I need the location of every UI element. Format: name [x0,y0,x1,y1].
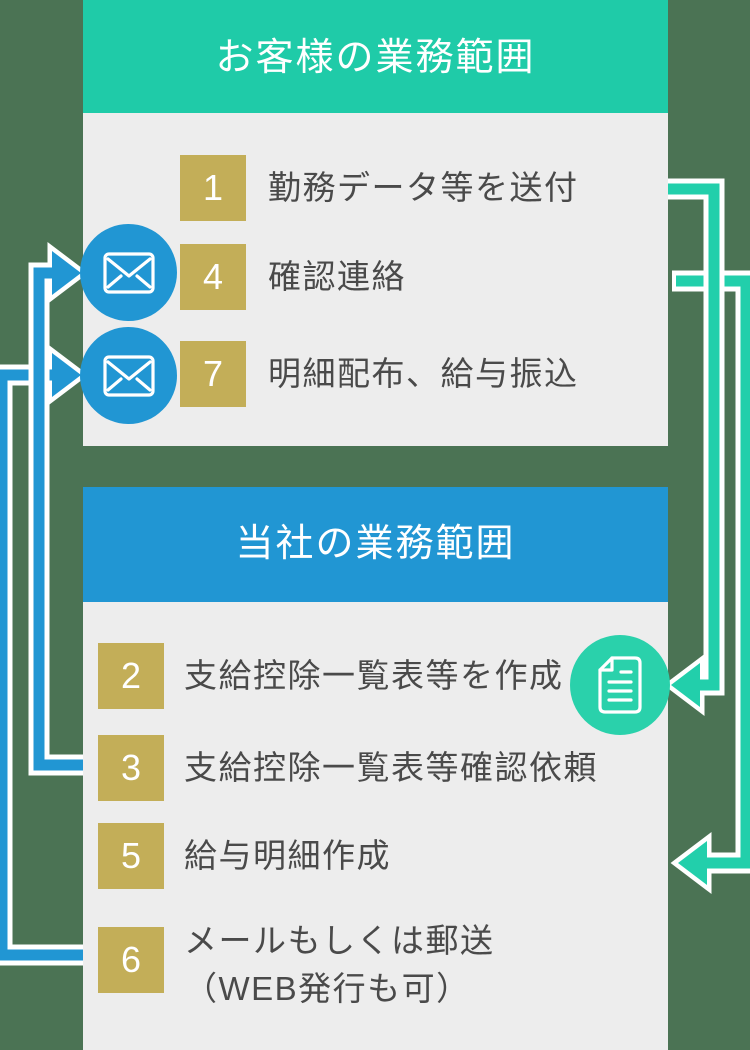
mail-icon [102,251,155,294]
step-number-badge-3: 3 [98,735,164,801]
company-scope-title: 当社の業務範囲 [83,487,668,602]
step-label-6-line2: （WEB発行も可） [184,970,471,1007]
step-label-3: 支給控除一覧表等確認依頼 [184,749,598,786]
step-label-7: 明細配布、給与振込 [268,355,579,392]
step-number-badge-4: 4 [180,244,246,310]
step-label-4: 確認連絡 [268,258,406,295]
document-circle-step2 [570,635,670,735]
step-label-6-line1: メールもしくは郵送 [184,922,495,959]
company-scope-panel: 当社の業務範囲 2 支給控除一覧表等を作成 3 支給控除一覧表等確認依頼 5 給… [83,487,668,1050]
step-number-badge-7: 7 [180,341,246,407]
step-label-5: 給与明細作成 [184,837,391,874]
customer-scope-panel: お客様の業務範囲 1 勤務データ等を送付 4 確認連絡 7 明細配布、給与振込 [83,0,668,446]
step-label-6: メールもしくは郵送 （WEB発行も可） [184,917,495,1013]
arrow-step3-to-mail4 [28,241,90,776]
step-number-badge-1: 1 [180,155,246,221]
mail-icon [102,354,155,397]
mail-circle-step4 [80,224,177,321]
customer-scope-title: お客様の業務範囲 [83,0,668,113]
step-number-badge-6: 6 [98,927,164,993]
step-label-1: 勤務データ等を送付 [268,169,579,206]
mail-circle-step7 [80,327,177,424]
document-icon [598,656,642,714]
step-number-badge-2: 2 [98,643,164,709]
step-number-badge-5: 5 [98,823,164,889]
arrow-step1-to-doc2 [663,178,725,717]
step-label-2: 支給控除一覧表等を作成 [184,657,564,694]
